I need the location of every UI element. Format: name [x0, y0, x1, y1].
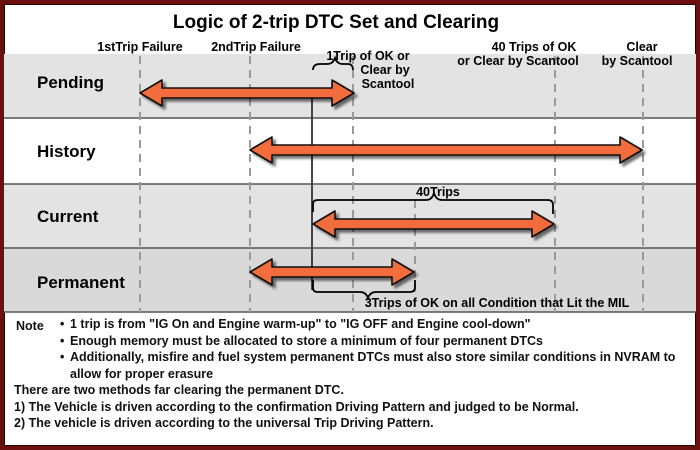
- row-label-current: Current: [37, 207, 99, 226]
- method-item: 2) The vehicle is driven according to th…: [14, 416, 434, 430]
- note-bullets: 1 trip is from "IG On and Engine warm-up…: [60, 316, 698, 382]
- diagram-title: Logic of 2-trip DTC Set and Clearing: [173, 12, 499, 33]
- band-current: [4, 184, 696, 248]
- note-bullet: 1 trip is from "IG On and Engine warm-up…: [60, 316, 690, 333]
- methods-intro: There are two methods far clearing the p…: [14, 383, 344, 397]
- brace-three-trips: [312, 280, 416, 301]
- header-first-trip-failure: 1stTrip Failure: [97, 40, 182, 54]
- brace-label-forty-trips: 40Trips: [416, 185, 460, 199]
- note-bullet: Additionally, misfire and fuel system pe…: [60, 349, 690, 382]
- note-label: Note: [16, 319, 44, 333]
- header-forty-trips-line2: or Clear by Scantool: [457, 54, 579, 68]
- header-clear-line2: by Scantool: [602, 54, 673, 68]
- note-bullet: Enough memory must be allocated to store…: [60, 333, 690, 350]
- arrow-history: [249, 136, 643, 164]
- header-clear-line1: Clear: [626, 40, 657, 54]
- arrow-current: [312, 210, 555, 238]
- brace-label-three-trips: 3Trips of OK on all Condition that Lit t…: [365, 296, 630, 310]
- row-label-permanent: Permanent: [37, 273, 125, 292]
- row-label-pending: Pending: [37, 73, 104, 92]
- header-forty-trips-line1: 40 Trips of OK: [492, 40, 577, 54]
- method-item: 1) The Vehicle is driven according to th…: [14, 399, 579, 414]
- dtc-logic-diagram: Logic of 2-trip DTC Set and Clearing 1st…: [4, 12, 696, 313]
- arrow-permanent: [249, 258, 415, 286]
- arrow-pending: [139, 79, 355, 107]
- header-one-trip-ok-line3: Scantool: [362, 77, 415, 91]
- brace-forty-trips: [312, 189, 554, 214]
- header-one-trip-ok-line2: Clear by: [360, 63, 409, 77]
- clearing-methods: There are two methods far clearing the p…: [14, 382, 698, 432]
- brace-one-trip: [312, 55, 354, 71]
- header-one-trip-ok-line1: 1Trip of OK or: [326, 49, 409, 63]
- band-permanent: [4, 248, 696, 312]
- row-label-history: History: [37, 142, 96, 161]
- notes-section: Note 1 trip is from "IG On and Engine wa…: [14, 316, 698, 432]
- header-second-trip-failure: 2ndTrip Failure: [211, 40, 301, 54]
